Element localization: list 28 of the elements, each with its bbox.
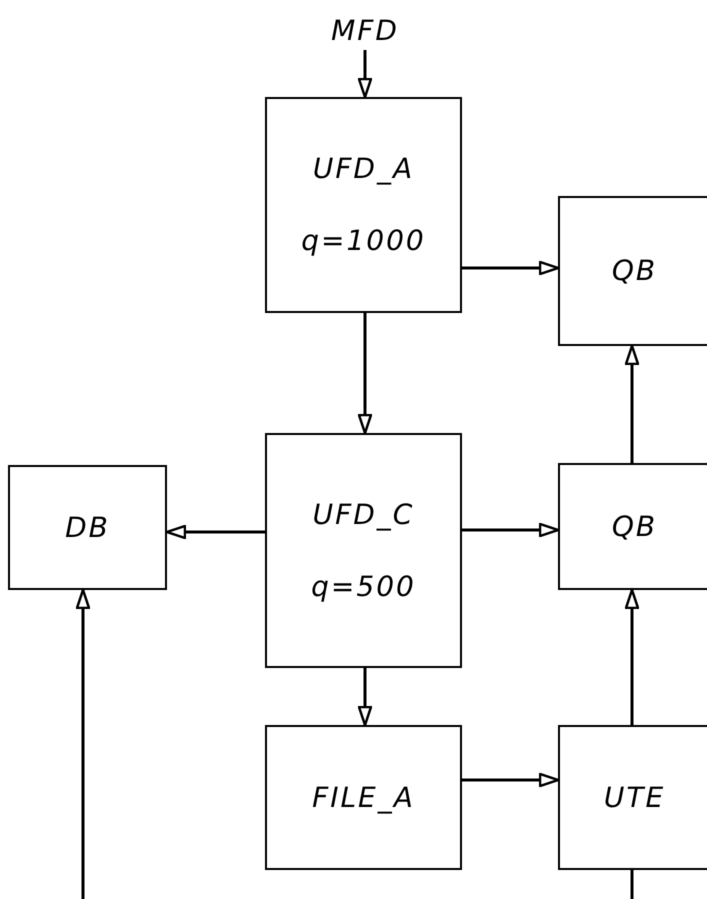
process-box (265, 97, 462, 313)
arrow (624, 344, 640, 463)
box-label: QB (610, 512, 658, 540)
arrow (462, 522, 560, 538)
process-box (558, 463, 707, 590)
box-label: FILE_A (312, 784, 415, 812)
capacity-label: q=1000 (301, 227, 426, 255)
box-label: UTE (602, 784, 666, 812)
arrow (358, 668, 372, 726)
connector-line (630, 870, 634, 899)
process-box (558, 725, 707, 870)
arrow (358, 50, 372, 98)
arrow (462, 260, 560, 276)
box-label: DB (65, 514, 110, 542)
arrow (358, 313, 372, 434)
box-label: QB (610, 257, 658, 285)
arrow (624, 588, 640, 725)
process-box (8, 465, 167, 590)
capacity-label: q=500 (311, 572, 416, 600)
arrow (166, 524, 265, 540)
arrow (76, 588, 90, 899)
process-box (265, 725, 462, 870)
arrow (462, 772, 560, 788)
box-label: UFD_A (312, 155, 414, 183)
process-box (265, 433, 462, 668)
box-label: UFD_C (312, 500, 414, 528)
box-label: MFD (331, 17, 399, 45)
process-box (558, 196, 707, 346)
